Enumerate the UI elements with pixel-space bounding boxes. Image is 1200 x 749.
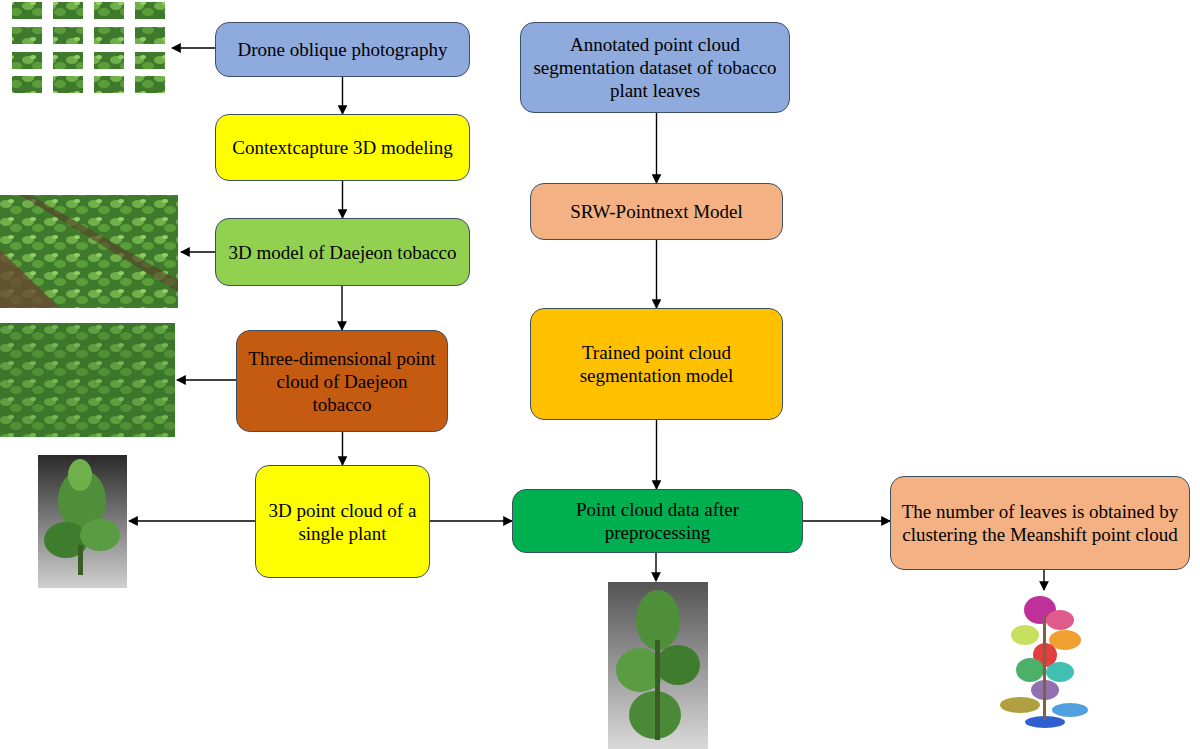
- node-label: Contextcapture 3D modeling: [232, 136, 453, 159]
- node-label: Trained point cloud segmentation model: [541, 341, 772, 387]
- node-text-wrap: Contextcapture 3D modeling: [232, 136, 453, 159]
- node-text-wrap: SRW-Pointnext Model: [570, 200, 743, 223]
- process-box: 3D point cloud of a single plant: [255, 465, 430, 578]
- flow-arrow: [656, 240, 657, 308]
- node-text-wrap: Drone oblique photography: [237, 38, 447, 61]
- model-box: Trained point cloud segmentation model: [530, 308, 783, 420]
- node-label: 3D point cloud of a single plant: [266, 499, 419, 545]
- process-box: Drone oblique photography: [215, 22, 470, 77]
- result-box: The number of leaves is obtained by clus…: [890, 476, 1190, 570]
- flow-arrow: [342, 432, 343, 465]
- model-box: SRW-Pointnext Model: [530, 183, 783, 240]
- model-image: [0, 195, 178, 308]
- node-text-wrap: Annotated point cloud segmentation datas…: [531, 33, 779, 102]
- process-box: 3D model of Daejeon tobacco: [215, 218, 470, 286]
- node-label: SRW-Pointnext Model: [570, 200, 743, 223]
- pointcloud-image: [0, 323, 175, 437]
- process-box: Three-dimensional point cloud of Daejeon…: [236, 330, 448, 432]
- process-box: Point cloud data after preprocessing: [512, 489, 803, 553]
- node-label: Drone oblique photography: [237, 38, 447, 61]
- node-text-wrap: Three-dimensional point cloud of Daejeon…: [247, 347, 437, 416]
- node-text-wrap: Point cloud data after preprocessing: [523, 498, 792, 544]
- node-label: 3D model of Daejeon tobacco: [229, 241, 457, 264]
- flow-arrow: [430, 520, 512, 521]
- single-plant-image: [38, 455, 127, 588]
- preprocessed-image: [608, 582, 708, 749]
- node-label: Three-dimensional point cloud of Daejeon…: [247, 347, 437, 416]
- node-text-wrap: 3D model of Daejeon tobacco: [229, 241, 457, 264]
- node-label: The number of leaves is obtained by clus…: [901, 500, 1179, 546]
- data-box: Annotated point cloud segmentation datas…: [520, 22, 790, 113]
- photo-thumbnails: [12, 2, 165, 93]
- node-text-wrap: The number of leaves is obtained by clus…: [901, 500, 1179, 546]
- process-box: Contextcapture 3D modeling: [215, 114, 470, 181]
- flow-arrow: [341, 286, 342, 330]
- node-text-wrap: Trained point cloud segmentation model: [541, 341, 772, 387]
- node-text-wrap: 3D point cloud of a single plant: [266, 499, 419, 545]
- flow-arrow: [656, 420, 657, 489]
- node-label: Point cloud data after preprocessing: [523, 498, 792, 544]
- flow-arrow: [342, 77, 343, 114]
- flow-arrow: [656, 113, 657, 183]
- node-label: Annotated point cloud segmentation datas…: [531, 33, 779, 102]
- flow-arrow: [803, 520, 890, 521]
- flow-arrow: [342, 181, 343, 218]
- clustered-leaves-image: [1000, 596, 1088, 728]
